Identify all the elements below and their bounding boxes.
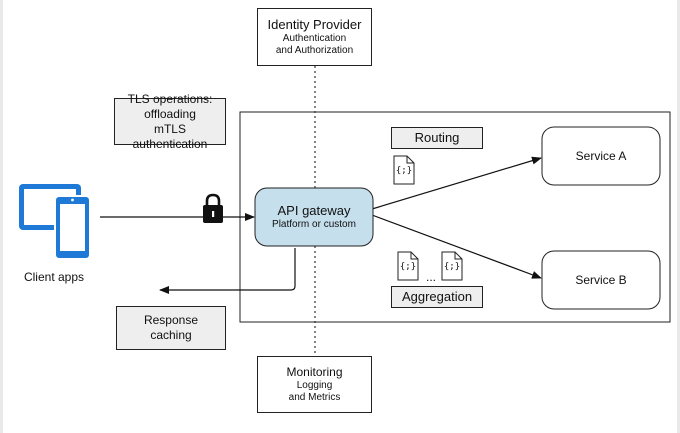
tls-line1: TLS operations: — [127, 91, 213, 106]
aggregation-document-icon-2 — [441, 251, 463, 281]
service-b-box — [541, 250, 661, 310]
identity-provider-box: Identity Provider Authentication and Aut… — [257, 8, 372, 66]
api-gateway-text: API gateway Platform or custom — [255, 188, 373, 246]
identity-provider-line1: Authentication — [282, 33, 347, 44]
api-gateway-box — [254, 187, 374, 247]
service-a-box — [541, 126, 661, 186]
left-edge — [0, 0, 3, 433]
client-devices-icon — [19, 184, 91, 260]
aggregation-label: Aggregation — [401, 289, 473, 304]
monitoring-line1: Logging — [296, 380, 333, 391]
routing-document-icon — [393, 155, 415, 185]
tls-line3: mTLS authentication — [132, 121, 208, 151]
identity-provider-line2: and Authorization — [275, 45, 354, 56]
monitoring-box: Monitoring Logging and Metrics — [257, 356, 372, 413]
service-b-text: Service B — [542, 251, 660, 309]
identity-provider-title: Identity Provider — [267, 17, 362, 32]
tls-line2: offloading — [144, 106, 196, 121]
lock-icon — [203, 193, 223, 223]
routing-doc-glyph: {;} — [395, 166, 413, 176]
service-b-label: Service B — [575, 272, 627, 287]
service-a-label: Service A — [575, 148, 627, 163]
gateway-to-service-a-arrow — [371, 156, 542, 210]
gateway-to-service-b-arrow — [371, 214, 542, 279]
aggregation-ellipsis: ... — [425, 270, 436, 284]
api-gateway-subtitle: Platform or custom — [272, 219, 356, 230]
response-line2: caching — [150, 328, 192, 342]
right-edge — [677, 0, 680, 433]
aggregation-document-icon-1 — [397, 251, 419, 281]
response-caching-box: Response caching — [116, 306, 226, 350]
aggregation-doc-glyph-1: {;} — [399, 262, 417, 272]
service-a-text: Service A — [542, 127, 660, 185]
response-line1: Response — [143, 313, 199, 327]
aggregation-label-box: Aggregation — [391, 286, 483, 308]
monitoring-title: Monitoring — [286, 365, 343, 379]
routing-label: Routing — [414, 130, 460, 145]
api-gateway-title: API gateway — [277, 203, 351, 218]
aggregation-doc-glyph-2: {;} — [443, 262, 461, 272]
routing-label-box: Routing — [391, 127, 483, 149]
tls-operations-box: TLS operations: offloading mTLS authenti… — [114, 92, 226, 151]
client-apps-label: Client apps — [23, 270, 85, 284]
monitoring-line2: and Metrics — [288, 392, 341, 403]
response-arrow — [159, 248, 296, 294]
